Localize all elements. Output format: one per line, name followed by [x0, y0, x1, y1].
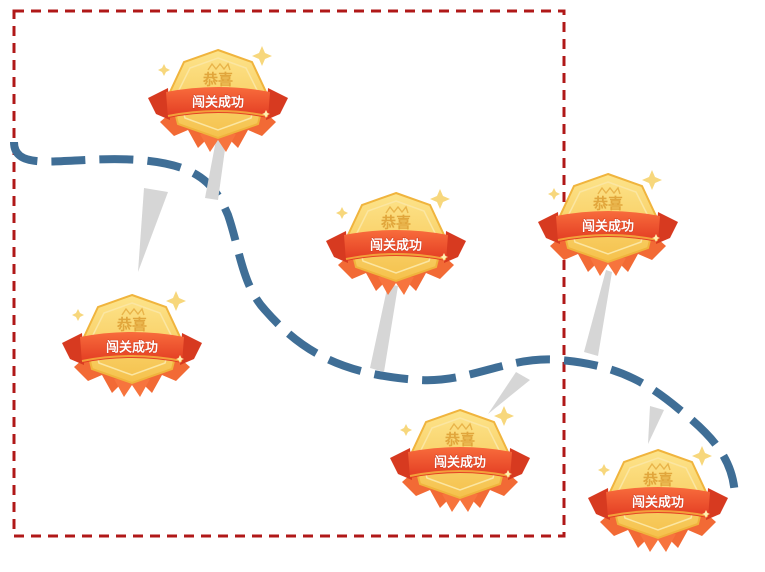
badge-ribbon-text: 闯关成功	[434, 455, 486, 471]
badge-ribbon-text: 闯关成功	[582, 219, 634, 235]
pointer-wedge	[370, 284, 398, 372]
badge-ribbon-text: 闯关成功	[192, 95, 244, 111]
badge-top-text: 恭喜	[202, 71, 233, 89]
pointer-wedge	[584, 270, 612, 356]
badge-top-text: 恭喜	[642, 471, 673, 489]
badge-top-text: 恭喜	[444, 431, 475, 449]
badge-ribbon-text: 闯关成功	[632, 495, 684, 511]
badge-top-text: 恭喜	[592, 195, 623, 213]
badge-top-text: 恭喜	[116, 316, 147, 334]
level-badge[interactable]: 恭喜 闯关成功	[61, 290, 203, 398]
level-badge[interactable]: 恭喜 闯关成功	[537, 169, 679, 277]
level-badge[interactable]: 恭喜 闯关成功	[147, 45, 289, 153]
badge-ribbon-text: 闯关成功	[106, 340, 158, 356]
badge-ribbon-text: 闯关成功	[370, 238, 422, 254]
level-route-path	[10, 141, 739, 501]
level-badge[interactable]: 恭喜 闯关成功	[587, 445, 729, 553]
pointer-wedge	[138, 188, 168, 272]
level-badge[interactable]: 恭喜 闯关成功	[325, 188, 467, 296]
badge-top-text: 恭喜	[380, 214, 411, 232]
level-badge[interactable]: 恭喜 闯关成功	[389, 405, 531, 513]
pointer-wedge	[205, 140, 226, 200]
pointer-wedge	[488, 372, 530, 414]
frame-border	[12, 9, 566, 538]
pointer-wedge	[648, 406, 664, 444]
